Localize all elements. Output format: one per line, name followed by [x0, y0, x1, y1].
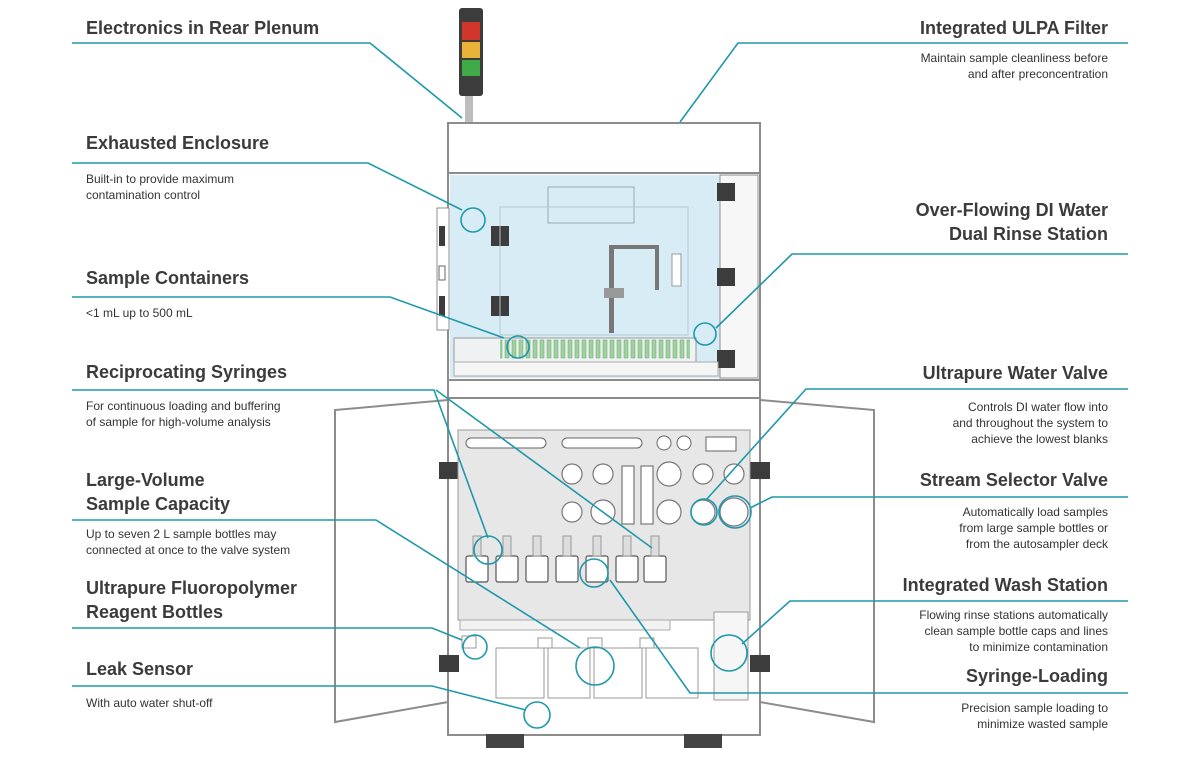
callout-wash-station: Integrated Wash Station Flowing rinse st…	[778, 573, 1108, 655]
callout-title: Stream Selector Valve	[919, 470, 1108, 490]
status-beacon	[459, 8, 483, 123]
callout-title: Integrated Wash Station	[902, 575, 1108, 595]
callout-large-volume: Large-Volume Sample Capacity Up to seven…	[86, 468, 406, 558]
beacon-red-light	[462, 22, 480, 40]
callout-leak-sensor: Leak Sensor With auto water shut-off	[86, 657, 406, 711]
beacon-green-light	[462, 60, 480, 76]
callout-description: Flowing rinse stations automatically cle…	[919, 608, 1108, 654]
callout-title: Syringe-Loading	[965, 666, 1108, 686]
callout-electronics: Electronics in Rear Plenum	[86, 16, 406, 40]
callout-reciprocating-syringes: Reciprocating Syringes For continuous lo…	[86, 360, 406, 430]
callout-stream-selector-valve: Stream Selector Valve Automatically load…	[778, 468, 1108, 552]
hinge-pad	[717, 350, 735, 368]
callout-description: Up to seven 2 L sample bottles may conne…	[86, 527, 291, 557]
callout-description: Maintain sample cleanliness before and a…	[920, 51, 1108, 81]
callout-description: Built-in to provide maximum contaminatio…	[86, 172, 235, 202]
callout-sample-containers: Sample Containers <1 mL up to 500 mL	[86, 266, 406, 321]
callout-description: Controls DI water flow into and througho…	[952, 400, 1108, 446]
callout-exhausted-enclosure: Exhausted Enclosure Built-in to provide …	[86, 131, 406, 203]
callout-syringe-loading: Syringe-Loading Precision sample loading…	[778, 664, 1108, 732]
callout-title: Exhausted Enclosure	[86, 133, 270, 153]
callout-title: Integrated ULPA Filter	[919, 18, 1108, 38]
callout-description: <1 mL up to 500 mL	[86, 306, 193, 320]
callout-description: Automatically load samples from large sa…	[959, 505, 1108, 551]
callout-title: Leak Sensor	[86, 659, 194, 679]
callout-title: Reciprocating Syringes	[86, 362, 288, 382]
reagent-bottles	[461, 635, 699, 699]
callout-rinse-station: Over-Flowing DI Water Dual Rinse Station	[778, 198, 1108, 246]
callout-description: With auto water shut-off	[86, 696, 213, 710]
callout-leaders	[72, 42, 1128, 729]
wash-station-column	[713, 611, 749, 701]
callout-title: Electronics in Rear Plenum	[86, 18, 320, 38]
callout-ultrapure-water-valve: Ultrapure Water Valve Controls DI water …	[778, 361, 1108, 447]
callout-title: Large-Volume Sample Capacity	[86, 470, 231, 514]
beacon-amber-light	[462, 42, 480, 58]
callout-reagent-bottles: Ultrapure Fluoropolymer Reagent Bottles	[86, 576, 406, 624]
hinge-pad	[717, 268, 735, 286]
right-door	[759, 398, 875, 724]
callout-description: For continuous loading and buffering of …	[86, 399, 281, 429]
upper-cabinet	[436, 122, 761, 399]
callout-description: Precision sample loading to minimize was…	[961, 701, 1108, 731]
callout-title: Ultrapure Water Valve	[922, 363, 1108, 383]
callout-title: Sample Containers	[86, 268, 250, 288]
callout-ulpa-filter: Integrated ULPA Filter Maintain sample c…	[778, 16, 1108, 82]
ulpa-filter-housing	[447, 122, 761, 174]
callout-title: Over-Flowing DI Water Dual Rinse Station	[915, 200, 1108, 244]
callout-title: Ultrapure Fluoropolymer Reagent Bottles	[86, 578, 298, 622]
sample-rack	[453, 336, 719, 377]
hinge-pad	[717, 183, 735, 201]
left-door	[334, 398, 449, 724]
syringe-bank	[465, 555, 667, 583]
